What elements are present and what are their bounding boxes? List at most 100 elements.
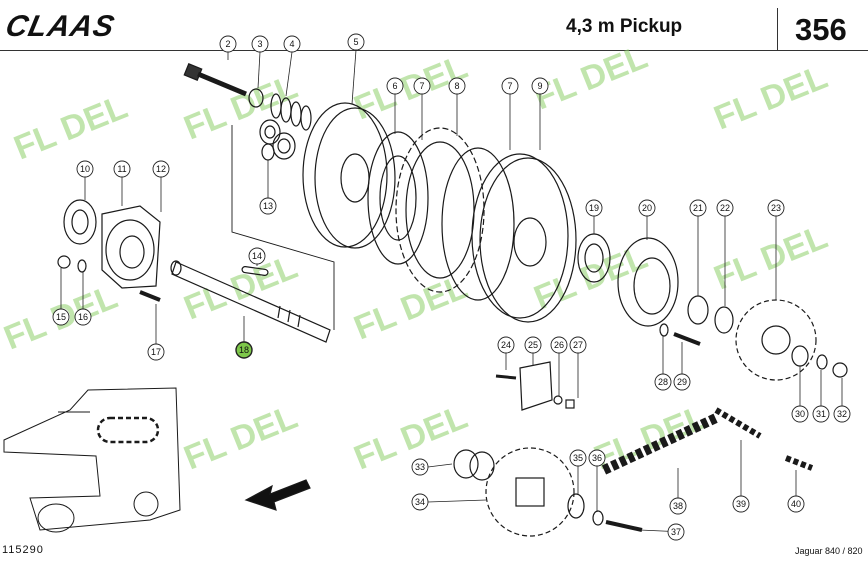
- bush-33-part: [453, 449, 495, 481]
- callout-number: 6: [392, 81, 397, 91]
- callout-26[interactable]: 26: [550, 336, 568, 396]
- callout-11[interactable]: 11: [113, 160, 131, 206]
- callout-number: 11: [117, 164, 126, 174]
- callout-number: 21: [693, 203, 703, 213]
- callout-number: 18: [239, 345, 249, 355]
- direction-arrow: [244, 479, 311, 511]
- callout-number: 13: [263, 201, 273, 211]
- callout-number: 36: [592, 453, 602, 463]
- callout-number: 39: [736, 499, 746, 509]
- callout-20[interactable]: 20: [638, 199, 656, 240]
- callout-34[interactable]: 34: [411, 493, 487, 511]
- callout-7[interactable]: 7: [501, 77, 519, 150]
- bush-21-part: [687, 295, 709, 325]
- callout-number: 5: [353, 37, 358, 47]
- bracket-plate-part: [519, 361, 553, 411]
- header-rule: [0, 50, 868, 51]
- callout-number: 8: [454, 81, 459, 91]
- washer-26-part: [553, 395, 563, 405]
- watermark-text: FL DEL: [179, 398, 303, 478]
- callout-21[interactable]: 21: [689, 199, 707, 296]
- callout-4[interactable]: 4: [283, 35, 301, 97]
- washer-22-part: [714, 306, 734, 334]
- callout-10[interactable]: 10: [76, 160, 94, 200]
- callout-9[interactable]: 9: [531, 77, 549, 150]
- callout-5[interactable]: 5: [347, 33, 365, 105]
- callout-number: 19: [589, 203, 599, 213]
- callout-18[interactable]: 18: [235, 316, 253, 359]
- washer-28-part: [659, 323, 669, 337]
- page-number: 356: [795, 12, 847, 47]
- callout-12[interactable]: 12: [152, 160, 170, 212]
- callout-23[interactable]: 23: [767, 199, 785, 300]
- callout-15[interactable]: 15: [52, 268, 70, 326]
- sprocket-34-part: [485, 447, 575, 537]
- housing-part: [101, 205, 161, 289]
- callout-31[interactable]: 31: [812, 370, 830, 423]
- sprocket-23-part: [735, 299, 817, 381]
- bolt-17-part: [139, 290, 161, 302]
- callout-27[interactable]: 27: [569, 336, 587, 398]
- callout-number: 24: [501, 340, 511, 350]
- spring-part: [270, 93, 312, 131]
- callout-25[interactable]: 25: [524, 336, 542, 366]
- watermark-text: FL DEL: [529, 238, 653, 318]
- callout-number: 37: [671, 527, 681, 537]
- callout-number: 26: [554, 340, 564, 350]
- callout-13[interactable]: 13: [259, 160, 277, 215]
- callout-number: 31: [816, 409, 826, 419]
- model-label: Jaguar 840 / 820: [795, 546, 863, 556]
- washer-36-part: [592, 510, 604, 526]
- callout-32[interactable]: 32: [833, 378, 851, 423]
- callout-8[interactable]: 8: [448, 77, 466, 136]
- nut-15-part: [57, 255, 71, 269]
- callout-30[interactable]: 30: [791, 366, 809, 423]
- disc-5-part: [302, 102, 396, 249]
- callout-number: 40: [791, 499, 801, 509]
- callout-19[interactable]: 19: [585, 199, 603, 234]
- callout-number: 17: [151, 347, 161, 357]
- callout-16[interactable]: 16: [74, 272, 92, 326]
- callout-22[interactable]: 22: [716, 199, 734, 306]
- callout-number: 7: [419, 81, 424, 91]
- callout-2[interactable]: 2: [219, 35, 237, 60]
- friction-disc-part: [367, 131, 429, 265]
- callout-24[interactable]: 24: [497, 336, 515, 370]
- callout-38[interactable]: 38: [669, 468, 687, 515]
- callout-6[interactable]: 6: [386, 77, 404, 134]
- callout-7[interactable]: 7: [413, 77, 431, 140]
- parts-layer: [3, 63, 848, 537]
- watermark-text: FL DEL: [9, 88, 133, 168]
- callout-number: 2: [225, 39, 230, 49]
- callout-39[interactable]: 39: [732, 440, 750, 513]
- callout-number: 15: [56, 312, 66, 322]
- callout-number: 7: [507, 81, 512, 91]
- callout-40[interactable]: 40: [787, 470, 805, 513]
- callout-17[interactable]: 17: [147, 304, 165, 361]
- page-title: 4,3 m Pickup: [566, 16, 683, 37]
- spacer-group-part: [259, 119, 296, 161]
- lining-part: [441, 147, 515, 301]
- header-divider: [777, 8, 778, 50]
- callout-33[interactable]: 33: [411, 458, 453, 476]
- callout-28[interactable]: 28: [654, 336, 672, 391]
- hub-disc-part: [471, 153, 577, 323]
- link-39-part: [714, 407, 762, 439]
- washer-31-part: [816, 354, 828, 370]
- watermark-text: FL DEL: [529, 38, 653, 118]
- callout-29[interactable]: 29: [673, 342, 691, 391]
- callout-35[interactable]: 35: [569, 449, 587, 494]
- callout-14[interactable]: 14: [248, 247, 266, 266]
- callout-number: 38: [673, 501, 683, 511]
- washer-part: [248, 88, 264, 108]
- callout-36[interactable]: 36: [588, 449, 606, 512]
- callout-37[interactable]: 37: [639, 523, 685, 541]
- callout-3[interactable]: 3: [251, 35, 269, 89]
- nut-32-part: [832, 362, 848, 378]
- inset-sketch: [3, 387, 181, 533]
- callout-number: 27: [573, 340, 583, 350]
- callout-number: 32: [837, 409, 847, 419]
- callout-number: 23: [771, 203, 781, 213]
